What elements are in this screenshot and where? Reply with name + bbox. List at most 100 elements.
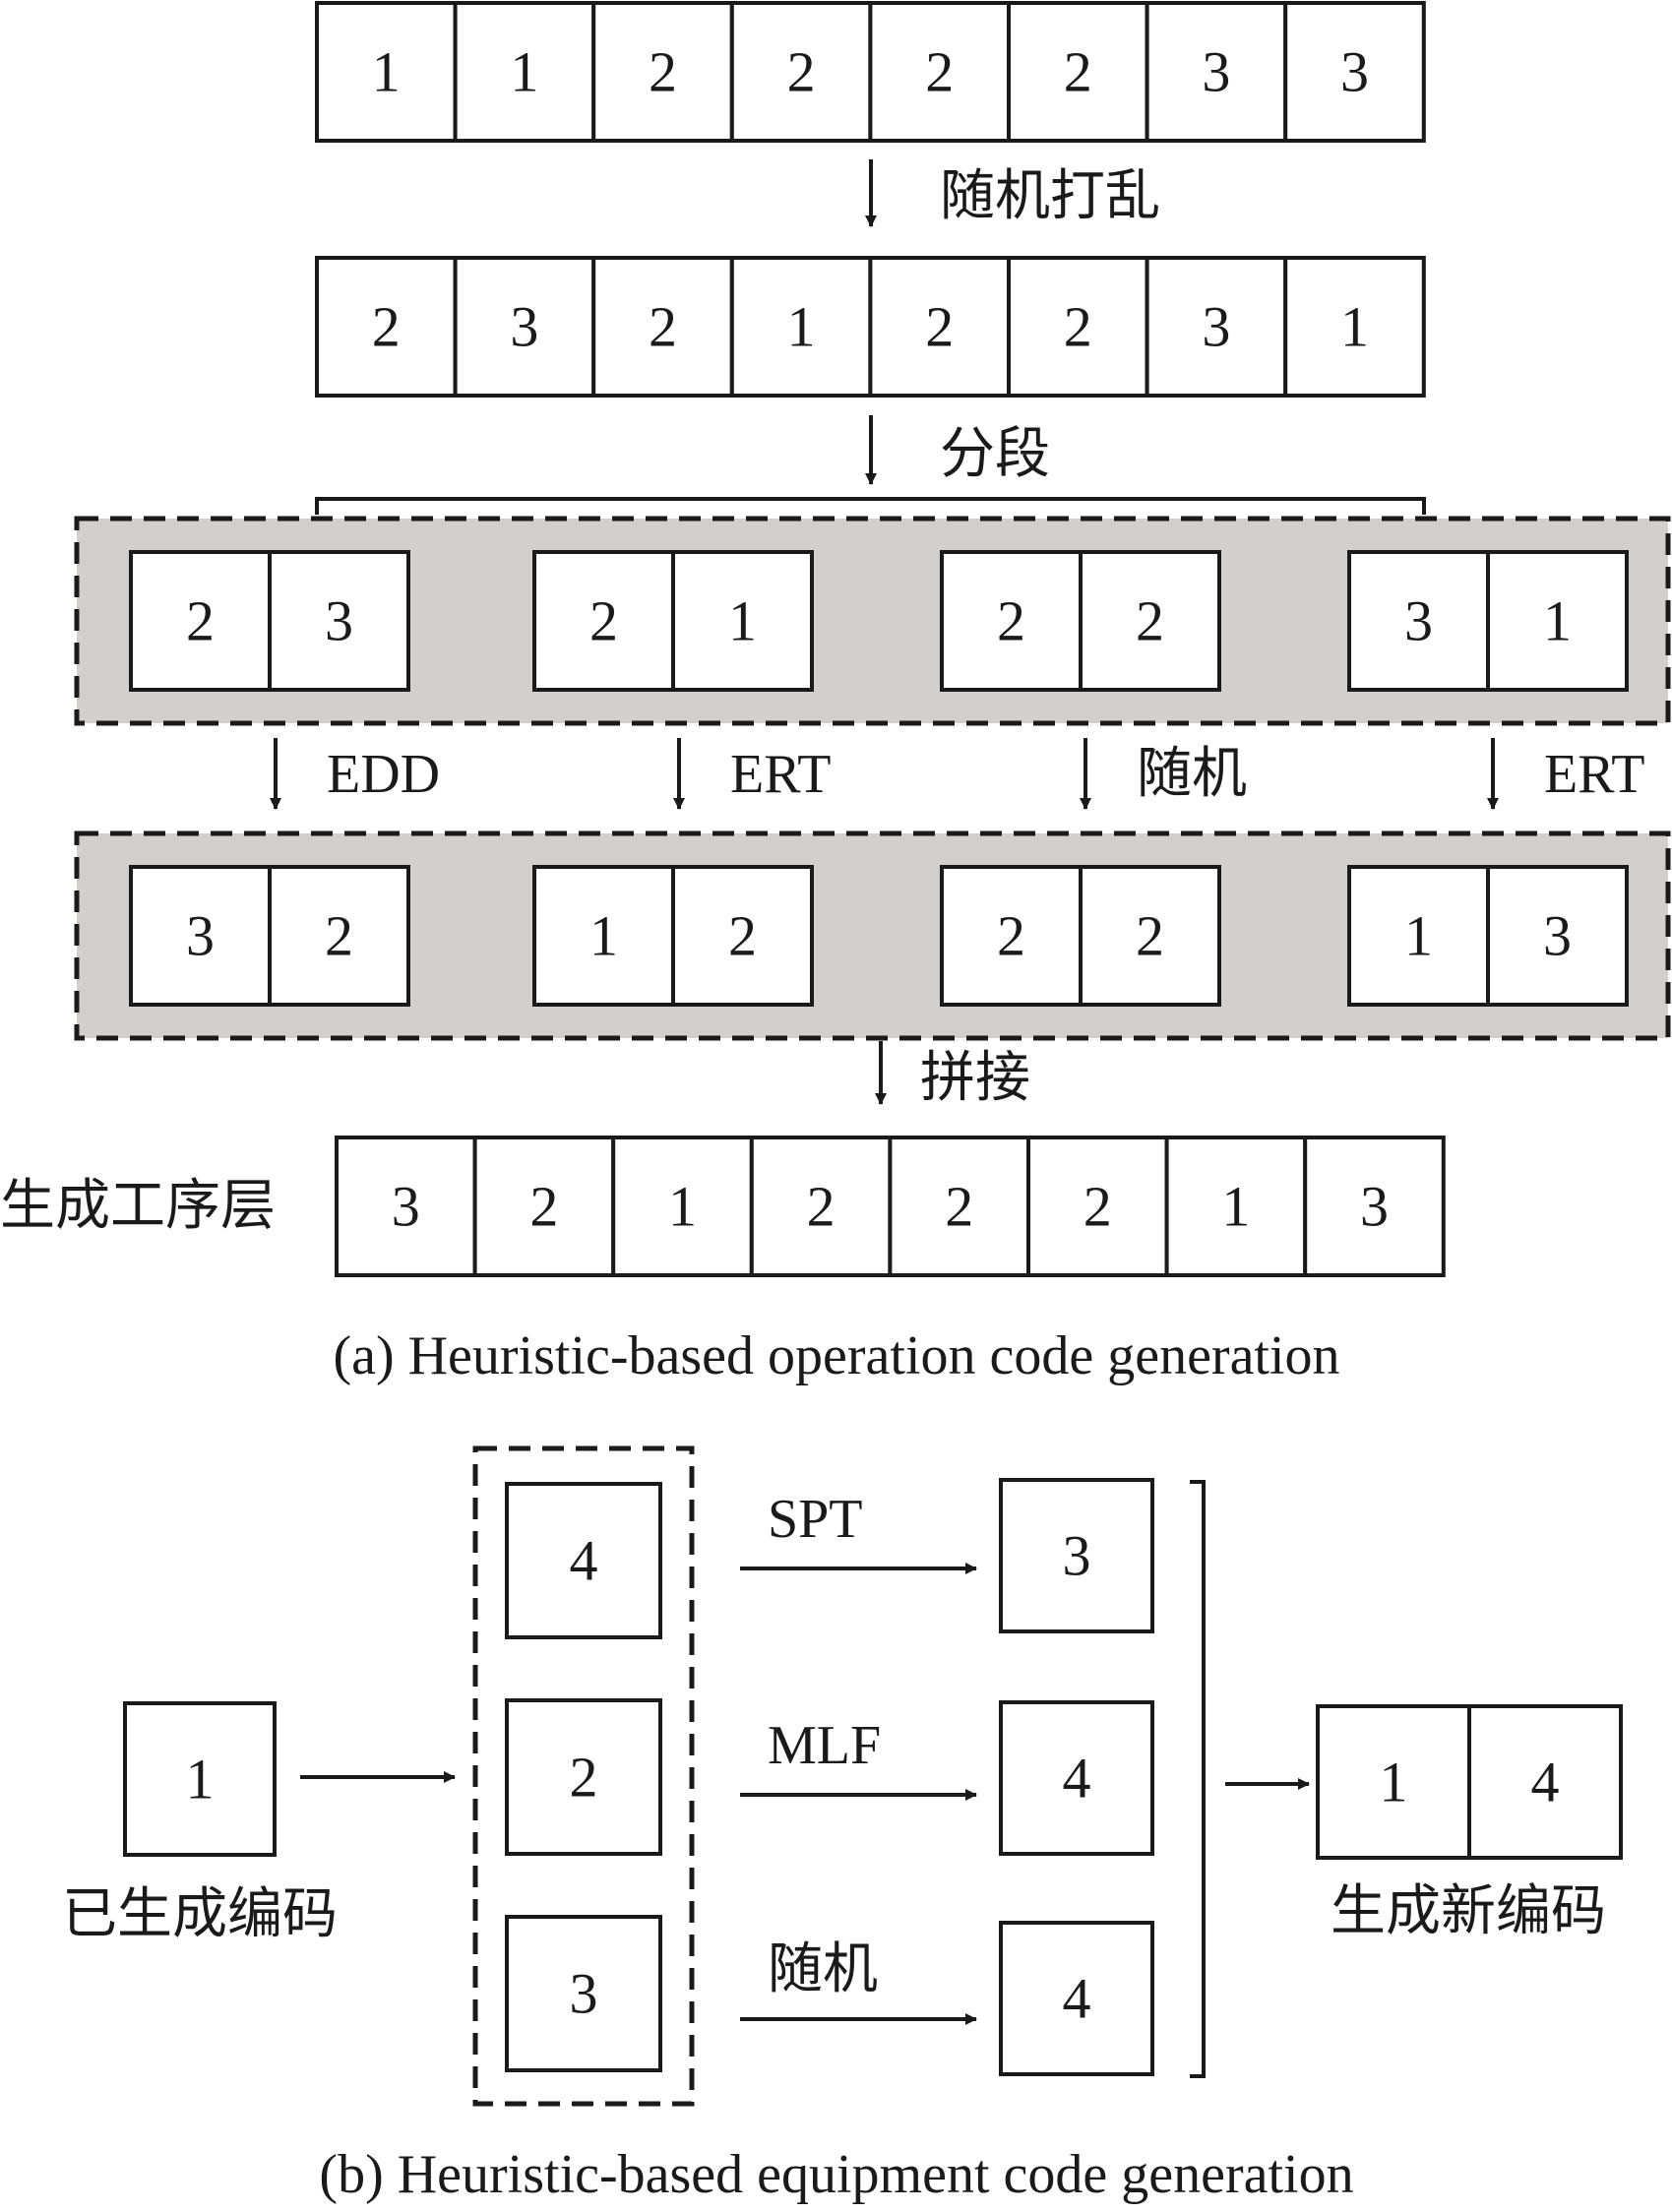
initial-seq-cell (315, 1, 458, 143)
equipment-rule-label: SPT (768, 1489, 863, 1550)
initial-seq-cell (453, 1, 596, 143)
outcome-cell (999, 1478, 1154, 1633)
candidate-value: 2 (570, 1746, 598, 1810)
caption-a: (a) Heuristic-based operation code gener… (333, 1325, 1339, 1386)
segment-before-cell (129, 550, 272, 692)
existing-code-cell (123, 1701, 277, 1857)
shuffled-seq-cell (591, 256, 734, 398)
rule-label: ERT (730, 744, 831, 805)
segment-after-value: 1 (1404, 904, 1433, 968)
shuffled-seq-cell (868, 256, 1012, 398)
initial-seq-value: 2 (925, 40, 954, 104)
rule-label: 随机 (1137, 744, 1247, 805)
shuffled-seq-value: 1 (1340, 295, 1369, 359)
candidate-value: 4 (570, 1529, 598, 1593)
result-seq-value: 2 (807, 1175, 836, 1239)
outcome-value: 3 (1063, 1524, 1091, 1588)
new-code-label: 生成新编码 (1331, 1881, 1606, 1942)
outcome-cell (999, 1921, 1154, 2076)
shuffled-seq-value: 1 (787, 295, 816, 359)
initial-sequence-row: 1 1 2 2 2 2 3 3 (315, 1, 1426, 143)
candidate-cell (505, 1698, 662, 1856)
initial-seq-cell (1283, 1, 1426, 143)
segment-after-value: 3 (1543, 904, 1572, 968)
caption-b: (b) Heuristic-based equipment code gener… (319, 2144, 1353, 2205)
equipment-rule-label: 随机 (768, 1939, 878, 2000)
result-seq-cell (888, 1136, 1031, 1277)
outcome-bracket (1190, 1480, 1206, 2078)
initial-seq-value: 2 (649, 40, 677, 104)
segment-bracket (315, 497, 1426, 515)
initial-seq-cell (1007, 1, 1149, 143)
segment-before-value: 2 (186, 589, 215, 653)
segment-before-value: 3 (1404, 589, 1433, 653)
segment-before-value: 2 (589, 589, 618, 653)
segment-before-value: 2 (997, 589, 1025, 653)
result-seq-value: 1 (668, 1175, 697, 1239)
initial-seq-value: 3 (1202, 40, 1230, 104)
shuffled-seq-cell (1283, 256, 1426, 398)
candidate-value: 3 (570, 1962, 598, 2026)
result-seq-value: 3 (392, 1175, 420, 1239)
segment-after-value: 2 (1136, 904, 1164, 968)
result-seq-cell (472, 1136, 616, 1277)
new-code-value: 4 (1531, 1751, 1560, 1814)
initial-seq-cell (1145, 1, 1288, 143)
existing-code-value: 1 (186, 1748, 215, 1812)
new-code-cell (1316, 1704, 1471, 1860)
shuffled-seq-cell (453, 256, 596, 398)
segment-after-cell (940, 865, 1083, 1007)
segment-before-cell (268, 550, 410, 692)
initial-seq-value: 3 (1340, 40, 1369, 104)
candidate-box (472, 1445, 695, 2107)
result-seq-cell (611, 1136, 754, 1277)
initial-seq-cell (591, 1, 734, 143)
rule-label: ERT (1544, 744, 1644, 805)
shuffled-seq-value: 2 (925, 295, 954, 359)
segment-after-value: 3 (186, 904, 215, 968)
new-code-cell (1467, 1704, 1623, 1860)
segment-after-cell (1347, 865, 1490, 1007)
rule-label: EDD (327, 744, 440, 805)
shuffled-seq-cell (315, 256, 458, 398)
segment-after-value: 2 (728, 904, 757, 968)
shuffled-seq-cell (1145, 256, 1288, 398)
result-seq-value: 3 (1360, 1175, 1389, 1239)
result-seq-value: 1 (1221, 1175, 1250, 1239)
result-seq-value: 2 (945, 1175, 973, 1239)
concat-label: 拼接 (920, 1048, 1030, 1109)
segment-before-cell (1079, 550, 1221, 692)
result-seq-cell (1164, 1136, 1308, 1277)
candidate-list: 4 2 3 (505, 1482, 662, 2072)
initial-seq-value: 1 (510, 40, 538, 104)
shuffled-seq-cell (1007, 256, 1149, 398)
segment-after-cell (671, 865, 814, 1007)
initial-seq-value: 2 (787, 40, 816, 104)
shuffled-seq-value: 3 (1202, 295, 1230, 359)
segment-after-cell (1486, 865, 1629, 1007)
outcome-value: 4 (1063, 1967, 1091, 2031)
new-code-value: 1 (1380, 1751, 1408, 1814)
shuffled-seq-value: 3 (510, 295, 538, 359)
result-seq-value: 2 (529, 1175, 558, 1239)
segment-before-value: 2 (1136, 589, 1164, 653)
outcome-value: 4 (1063, 1747, 1091, 1811)
segment-before-value: 1 (728, 589, 757, 653)
segment-before-cell (1486, 550, 1629, 692)
outcome-cell (999, 1700, 1154, 1856)
segment-before-cell (1347, 550, 1490, 692)
segment-rules: EDD ERT 随机 ERT (270, 738, 1644, 810)
result-seq-cell (749, 1136, 893, 1277)
initial-seq-value: 1 (372, 40, 401, 104)
segment-after-cell (532, 865, 675, 1007)
segment-after-cell (268, 865, 410, 1007)
segment-after-value: 1 (589, 904, 618, 968)
segment-before-value: 1 (1543, 589, 1572, 653)
initial-seq-value: 2 (1064, 40, 1092, 104)
result-seq-cell (1026, 1136, 1169, 1277)
candidate-cell (505, 1915, 662, 2072)
